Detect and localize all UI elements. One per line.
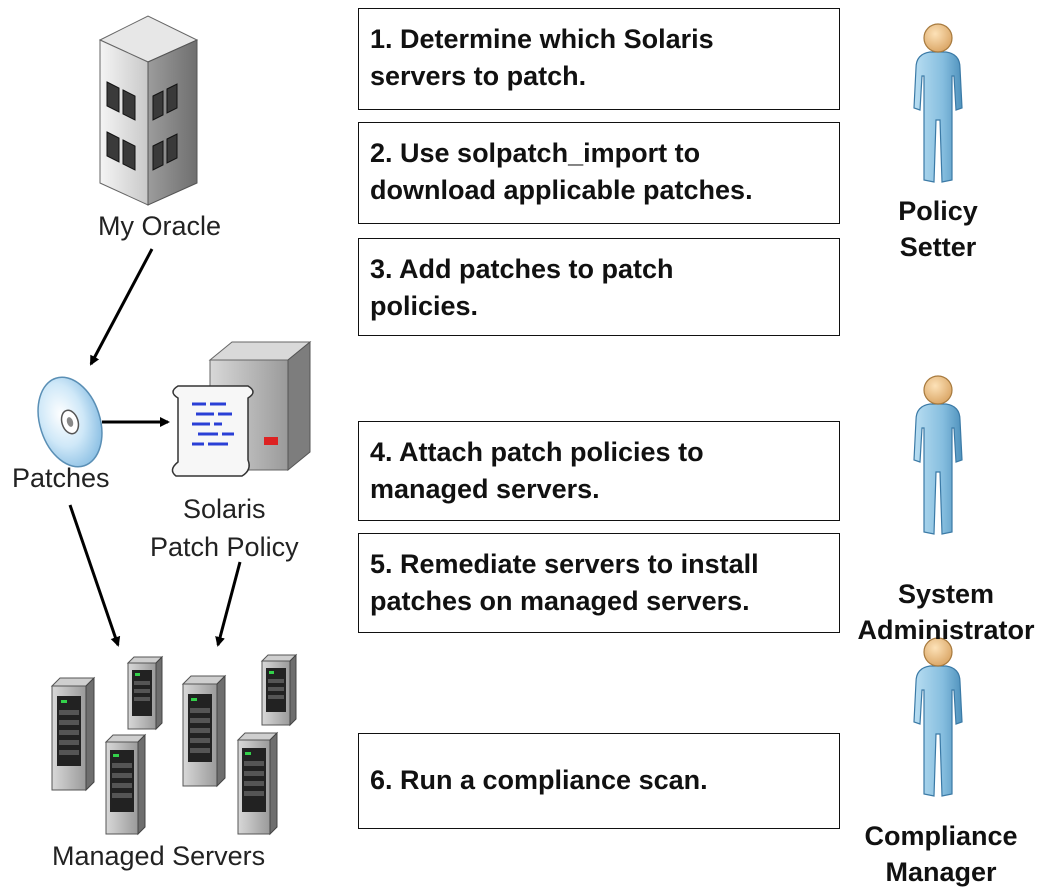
step-1-box: 1. Determine which Solaris servers to pa… — [358, 8, 840, 110]
arrow-oracle-to-patches — [89, 248, 154, 366]
server-tower — [181, 674, 227, 788]
step-2-box: 2. Use solpatch_import to download appli… — [358, 122, 840, 224]
step-6-box: 6. Run a compliance scan. — [358, 733, 840, 829]
person-icon-system-administrator — [913, 375, 963, 535]
managed-servers-icon — [50, 653, 298, 836]
arrow-patches-to-servers — [68, 504, 121, 647]
my-oracle-label: My Oracle — [98, 211, 222, 241]
server-tower — [126, 655, 164, 731]
arrow-policy-to-servers — [215, 561, 242, 647]
patches-label: Patches — [12, 463, 110, 493]
compliance-manager-label: Compliance Manager — [864, 821, 1018, 887]
flow-arrows — [68, 248, 242, 647]
server-tower — [104, 733, 147, 836]
server-tower — [236, 731, 279, 836]
server-tower — [260, 653, 298, 727]
step-3-box: 3. Add patches to patch policies. — [358, 238, 840, 336]
step-5-box: 5. Remediate servers to install patches … — [358, 533, 840, 633]
policy-server-icon — [171, 340, 312, 477]
person-icon-compliance-manager — [913, 637, 963, 797]
policy-setter-label: Policy Setter — [898, 196, 978, 262]
disc-icon — [37, 376, 103, 468]
building-icon — [98, 15, 199, 206]
step-4-box: 4. Attach patch policies to managed serv… — [358, 421, 840, 521]
server-tower — [50, 676, 96, 792]
solaris-patch-policy-label: Solaris Patch Policy — [150, 494, 299, 562]
system-administrator-label: System Administrator — [857, 579, 1035, 645]
managed-servers-label: Managed Servers — [52, 841, 266, 871]
person-icon-policy-setter — [913, 23, 963, 183]
